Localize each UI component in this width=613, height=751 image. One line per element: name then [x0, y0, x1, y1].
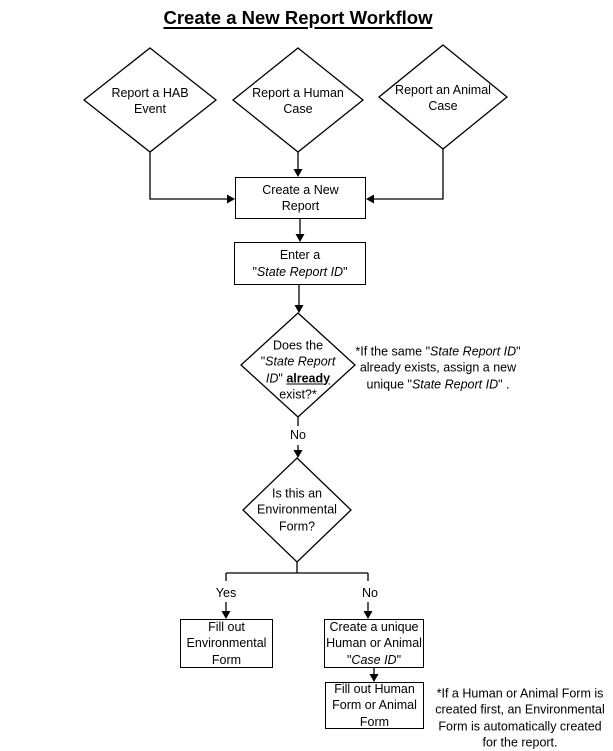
arrowhead-into-exists — [294, 305, 304, 313]
note-state-report-id: *If the same "State Report ID"already ex… — [355, 344, 521, 392]
diamond-report-animal-shape — [377, 44, 509, 150]
box-create-report-label: Create a New Report — [262, 182, 339, 213]
arrowhead-into-create-top — [293, 169, 303, 177]
box-fill-environmental-form: Fill out Environmental Form — [180, 619, 273, 668]
diamond-env-form-shape — [242, 457, 352, 563]
arrowhead-into-fillenv — [221, 611, 231, 619]
connector-hab-to-create — [149, 152, 227, 200]
arrowhead-into-create-left — [227, 194, 235, 204]
arrowhead-into-fillform — [369, 674, 379, 682]
box-fill-environmental-form-label: Fill out Environmental Form — [186, 620, 267, 667]
box-fill-human-animal-form-label: Fill out Human Form or Animal Form — [332, 682, 417, 729]
arrowhead-into-caseid — [363, 611, 373, 619]
diamond-report-hab-label: Report a HAB Event — [111, 85, 189, 116]
diamond-env-form-label: Is this an Environmental Form? — [257, 486, 337, 534]
connector-animal-to-create — [374, 149, 444, 200]
box-enter-state-report-id-label: Enter a"State Report ID" — [252, 248, 348, 279]
diamond-report-human-shape — [231, 47, 365, 153]
diamond-report-human-label: Report a Human Case — [252, 85, 344, 116]
diamond-report-hab-shape — [82, 47, 218, 153]
label-yes: Yes — [215, 585, 237, 600]
arrowhead-into-env — [293, 450, 303, 458]
page-title: Create a New Report Workflow — [163, 7, 433, 28]
connector-env-branch — [225, 562, 369, 581]
diamond-report-animal-label: Report an Animal Case — [395, 82, 491, 113]
label-no: No — [362, 585, 378, 600]
box-create-report: Create a New Report — [235, 177, 366, 219]
note-environmental-auto: *If a Human or Animal Form is created fi… — [435, 686, 605, 750]
box-enter-state-report-id: Enter a"State Report ID" — [234, 242, 366, 285]
label-no-exists: No — [290, 427, 306, 442]
box-fill-human-animal-form: Fill out Human Form or Animal Form — [325, 682, 424, 729]
diamond-id-exists-shape — [240, 312, 356, 418]
arrowhead-into-create-right — [366, 194, 374, 204]
arrowhead-into-enter — [295, 234, 305, 242]
